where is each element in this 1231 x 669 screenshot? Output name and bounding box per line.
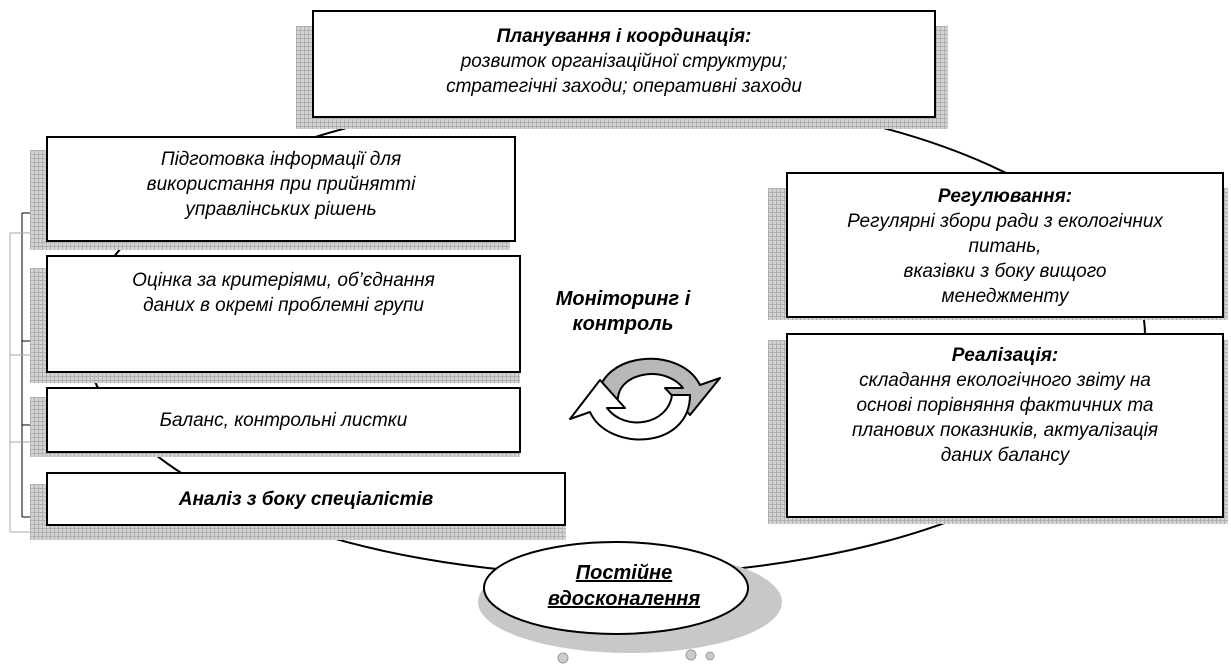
analysis-box: Аналіз з боку спеціалістів <box>46 472 566 526</box>
regulation-line-1: Регулярні збори ради з екологічних <box>847 211 1163 232</box>
improvement-line-2: вдосконалення <box>547 588 701 610</box>
evaluation-line-2: даних в окремі проблемні групи <box>143 295 424 316</box>
preparation-line-2: використання при прийнятті <box>146 174 416 195</box>
improvement-line-1: Постійне <box>575 562 673 584</box>
preparation-line-1: Підготовка інформації для <box>160 149 402 170</box>
implementation-line-3: планових показників, актуалізація <box>851 420 1159 441</box>
balance-text: Баланс, контрольні листки <box>159 409 408 431</box>
regulation-line-3: вказівки з боку вищого <box>903 261 1107 282</box>
regulation-title: Регулювання: <box>937 186 1073 207</box>
decorative-dots <box>557 649 715 664</box>
implementation-line-4: даних балансу <box>940 445 1070 466</box>
regulation-box: Регулювання: Регулярні збори ради з екол… <box>786 172 1224 318</box>
planning-title: Планування і координація: <box>496 26 752 47</box>
planning-line-1: розвиток організаційної структури; <box>460 51 788 72</box>
cycle-arrows-icon <box>569 357 721 441</box>
planning-box: Планування і координація: розвиток орган… <box>312 10 936 118</box>
evaluation-line-1: Оцінка за критеріями, об’єднання <box>132 270 435 291</box>
regulation-line-4: менеджменту <box>941 286 1069 307</box>
analysis-text: Аналіз з боку спеціалістів <box>178 488 434 510</box>
regulation-line-2: питань, <box>968 236 1042 257</box>
evaluation-box: Оцінка за критеріями, об’єднання даних в… <box>46 255 521 373</box>
balance-box: Баланс, контрольні листки <box>46 387 521 453</box>
implementation-line-1: складання екологічного звіту на <box>859 370 1151 391</box>
monitoring-line-2: контроль <box>572 313 674 335</box>
left-bracket-gray <box>9 232 30 533</box>
improvement-ellipse <box>483 541 749 635</box>
implementation-line-2: основі порівняння фактичних та <box>856 395 1154 416</box>
preparation-line-3: управлінських рішень <box>185 199 377 220</box>
improvement-label: Постійне вдосконалення <box>486 560 762 612</box>
preparation-box: Підготовка інформації для використання п… <box>46 136 516 242</box>
implementation-title: Реалізація: <box>951 345 1059 366</box>
monitoring-label: Моніторинг і контроль <box>548 287 698 337</box>
implementation-box: Реалізація: складання екологічного звіту… <box>786 333 1224 518</box>
planning-line-2: стратегічні заходи; оперативні заходи <box>446 76 802 97</box>
monitoring-line-1: Моніторинг і <box>555 288 691 310</box>
